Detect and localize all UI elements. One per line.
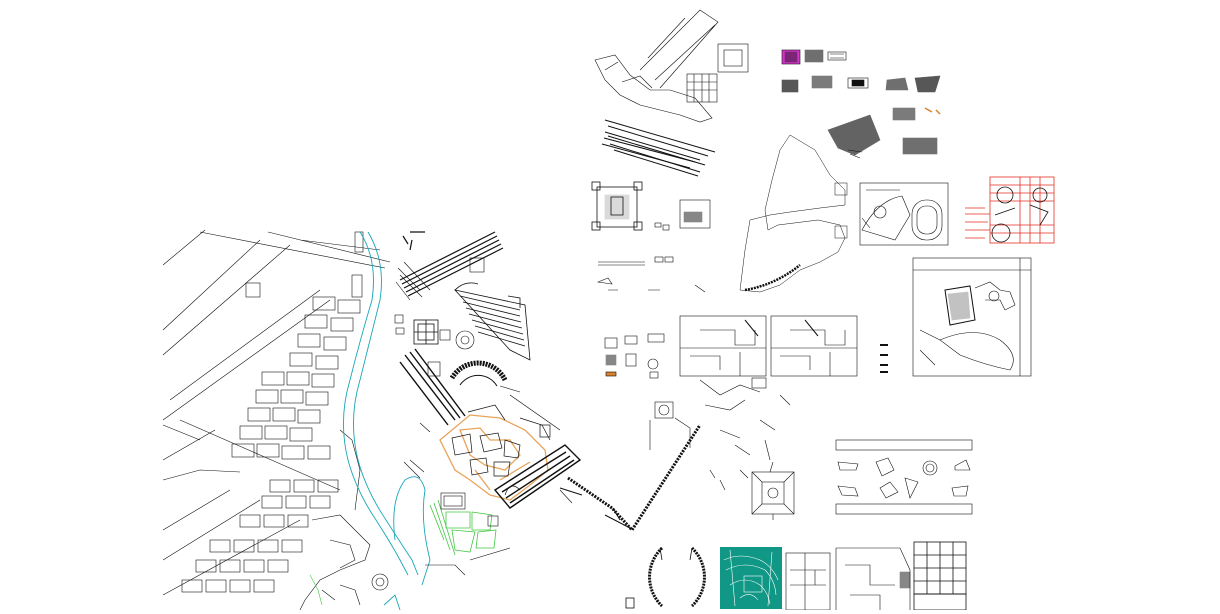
small-details [596,199,711,379]
stepped-blocks [913,541,967,611]
lower-park [299,514,511,611]
arena-arcs [625,546,706,609]
river-channel [343,231,431,611]
stadium-plan [859,182,949,246]
colonnade-complex [394,231,531,426]
pyramid-detail [751,461,795,520]
floor-plan-sheets [679,315,888,377]
red-masterplan [965,176,1055,244]
town-outline [739,134,848,293]
park-plan [912,257,1032,377]
castle-plan [591,181,643,231]
garden-boxes [403,422,499,527]
symbol-legend [781,49,941,159]
central-site [439,394,582,509]
aqueduct-route [559,424,702,533]
city-plan [162,229,391,596]
city-blocks [181,231,364,593]
green-gardens [429,499,497,556]
contour-map [720,547,782,609]
scatter-cluster [649,377,791,491]
bottom-floor-plans [785,547,911,611]
site-layout-outline [594,9,749,177]
ornament-panel [835,439,973,515]
